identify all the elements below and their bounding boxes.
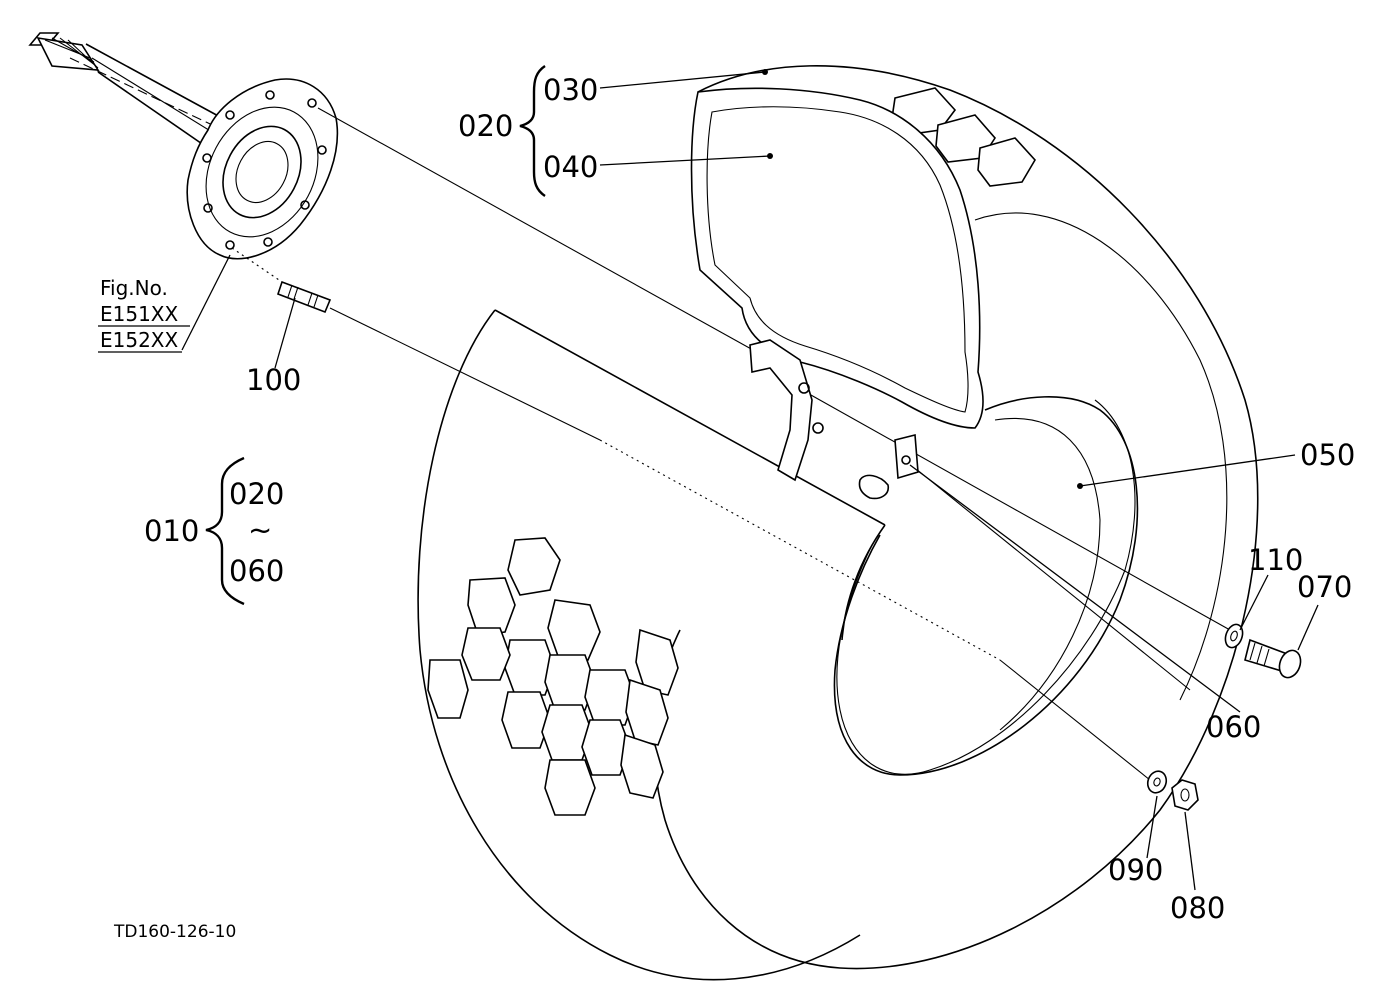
assembly-lines <box>231 107 1231 781</box>
label-range-tilde: ~ <box>248 513 272 547</box>
stud-bolt <box>276 280 332 314</box>
part-labels: 030 040 020 050 060 110 070 090 080 100 … <box>144 73 1355 925</box>
label-110: 110 <box>1248 543 1303 577</box>
hub-flange <box>186 78 339 260</box>
label-030: 030 <box>543 73 598 107</box>
fig-line-2: E152XX <box>100 328 179 352</box>
nut-080 <box>1171 779 1199 811</box>
label-010: 010 <box>144 514 199 548</box>
tire-cross-section <box>690 87 984 500</box>
washer-090 <box>1146 770 1168 794</box>
bolt-070 <box>1244 638 1302 679</box>
fig-line-1: E151XX <box>100 302 179 326</box>
fig-title: Fig.No. <box>100 276 168 300</box>
label-090: 090 <box>1108 853 1163 887</box>
label-100: 100 <box>246 363 301 397</box>
washer-110 <box>1224 623 1244 649</box>
leader-lines <box>98 69 1319 891</box>
label-080: 080 <box>1170 891 1225 925</box>
label-050: 050 <box>1300 438 1355 472</box>
label-020: 020 <box>458 109 513 143</box>
label-060: 060 <box>1206 710 1261 744</box>
figure-reference: Fig.No. E151XX E152XX <box>100 276 179 352</box>
label-range-start: 020 <box>229 477 284 511</box>
tire <box>417 65 1259 981</box>
label-070: 070 <box>1297 570 1352 604</box>
label-040: 040 <box>543 150 598 184</box>
bracket-020 <box>519 65 546 197</box>
bracket-010 <box>205 456 245 606</box>
drawing-code: TD160-126-10 <box>113 922 236 942</box>
label-range-end: 060 <box>229 554 284 588</box>
